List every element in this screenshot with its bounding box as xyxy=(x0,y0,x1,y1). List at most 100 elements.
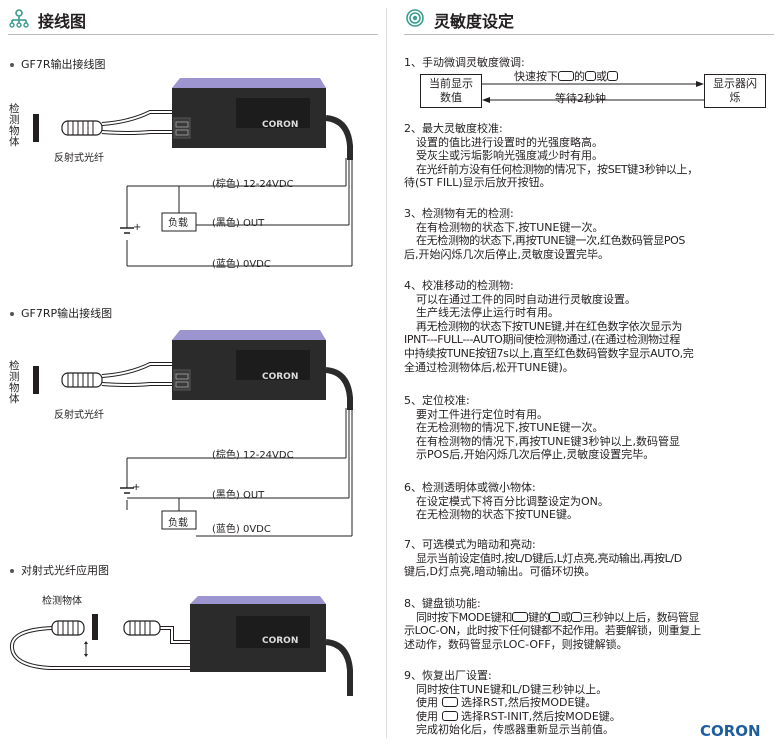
section-7-line: 显示当前设定值时,按L/D键后,L灯点亮,亮动输出,再按L/D xyxy=(416,551,682,565)
flow-bottom-label: 等待2秒钟 xyxy=(555,92,606,105)
section-6-line: 在设定模式下将百分比调整设定为ON。 xyxy=(416,494,609,508)
section-4-title: 4、校准移动的检测物: xyxy=(404,279,514,292)
flow-diagram: 当前显示数值 显示器闪烁 快速按下的或 等待2秒钟 xyxy=(420,70,766,114)
target-block xyxy=(33,366,39,394)
left-key-icon xyxy=(585,71,596,81)
section-4-line: 再无检测物的状态下按TUNE键,并在红色数字依次显示为 xyxy=(416,319,682,333)
section-5: 5、定位校准: 要对工件进行定位时有用。 在无检测物的情况下,按TUNE键一次。… xyxy=(404,394,776,462)
header-divider xyxy=(8,34,378,35)
section-7-line: 键后,D灯点亮,暗动输出。可循环切换。 xyxy=(404,565,596,579)
section-5-line: 示POS后,开始闪烁几次后停止,灵敏度设置完毕。 xyxy=(416,448,655,462)
subtitle-gf7rp: GF7RP输出接线图 xyxy=(10,305,112,321)
updown-key-icon xyxy=(441,710,458,721)
diagram-through-beam: CORON xyxy=(9,596,353,696)
fiber-head xyxy=(61,120,103,136)
section-8-title: 8、键盘锁功能: xyxy=(404,597,481,610)
section-8-line: 同时按下MODE键和键的或三秒钟以上后，数码管显 xyxy=(416,610,700,624)
section-8-line: 述动作，数码管显示LOC-OFF，则按键解锁。 xyxy=(404,637,628,651)
subtitle-through-beam: 对射式光纤应用图 xyxy=(10,562,109,578)
updown-key-icon xyxy=(441,697,458,708)
section-1: 1、手动微调灵敏度微调: xyxy=(404,56,525,70)
wire-brown-1: (棕色) 12-24VDC xyxy=(212,179,294,190)
section-4-line: 全通过检测物体后,松开TUNE键)。 xyxy=(404,360,574,374)
section-4-line: IPNT---FULL---AUTO期间使检测物通过,(在通过检测物过程 xyxy=(404,333,680,347)
fiber-head xyxy=(61,372,103,388)
section-9-title: 9、恢复出厂设置: xyxy=(404,669,492,682)
fiber-label-2: 反射式光纤 xyxy=(54,410,104,421)
emitter-head xyxy=(51,620,85,636)
amplifier-body xyxy=(172,78,326,148)
section-9-line: 完成初始化后，传感器重新显示当前值。 xyxy=(416,723,614,737)
updown-key-icon xyxy=(512,611,529,622)
left-key-icon xyxy=(549,611,561,622)
amp-cable xyxy=(325,115,353,160)
section-4-line: 可以在通过工件的同时自动进行灵敏度设置。 xyxy=(416,292,636,306)
flow-top-label: 快速按下的或 xyxy=(514,70,618,84)
diagram-gf7r: CORON + xyxy=(33,78,353,267)
amp-brand-2: CORON xyxy=(262,372,298,382)
updown-key-icon xyxy=(558,71,574,81)
section-3-line: 在有检测物的状态下,按TUNE键一次。 xyxy=(416,220,604,234)
amp-cable xyxy=(325,367,353,410)
target-block xyxy=(92,614,98,640)
section-2: 2、最大灵敏度校准: 设置的值比进行设置时的光强度略高。 受灰尘或污垢影响光强度… xyxy=(404,122,776,190)
flow-box-display: 显示器闪烁 xyxy=(704,74,766,108)
section-8: 8、键盘锁功能: 同时按下MODE键和键的或三秒钟以上后，数码管显 示LOC-O… xyxy=(404,597,776,651)
section-6-title: 6、检测透明体或微小物体: xyxy=(404,481,536,494)
section-4-line: 中持续按TUNE按钮7s以上,直至红色数码管数字显示AUTO,完 xyxy=(404,346,694,360)
section-2-title: 2、最大灵敏度校准: xyxy=(404,122,503,135)
amp-brand-1: CORON xyxy=(262,120,298,130)
column-divider xyxy=(386,8,387,738)
section-1-title: 1、手动微调灵敏度微调: xyxy=(404,56,525,69)
object-label-1: 检测物体 xyxy=(9,103,20,148)
section-3: 3、检测物有无的检测: 在有检测物的状态下,按TUNE键一次。 在无检测物的状态… xyxy=(404,207,776,261)
wiring-icon xyxy=(9,9,29,28)
section-2-line: 设置的值比进行设置时的光强度略高。 xyxy=(416,135,603,149)
brand-logo: CORON xyxy=(700,722,761,740)
svg-text:+: + xyxy=(133,222,141,233)
amp-cable xyxy=(325,639,353,696)
section-title-sensitivity: 灵敏度设定 xyxy=(434,12,515,31)
wire-blue-2: (蓝色) 0VDC xyxy=(212,524,271,535)
wire-black-2: (黑色) OUT xyxy=(212,490,265,501)
amplifier-body xyxy=(190,596,326,672)
section-9: 9、恢复出厂设置: 同时按住TUNE键和L/D键三秒钟以上。 使用 选择RST,… xyxy=(404,669,776,737)
section-5-title: 5、定位校准: xyxy=(404,394,470,407)
header-divider-right xyxy=(404,34,774,35)
section-5-line: 在有检测物的情况下,再按TUNE键3秒钟以上,数码管显 xyxy=(416,434,680,448)
section-6: 6、检测透明体或微小物体: 在设定模式下将百分比调整设定为ON。 在无检测物的状… xyxy=(404,481,776,522)
section-3-title: 3、检测物有无的检测: xyxy=(404,207,514,220)
diagram-gf7rp: CORON + xyxy=(33,330,353,537)
flow-arrows xyxy=(482,81,704,103)
wire-brown-2: (棕色) 12-24VDC xyxy=(212,450,294,461)
load-label-2: 负载 xyxy=(168,518,188,529)
section-9-line: 使用 选择RST-INIT,然后按MODE键。 xyxy=(416,709,621,723)
amp-brand-3: CORON xyxy=(262,636,298,646)
section-9-line: 使用 选择RST,然后按MODE键。 xyxy=(416,696,597,710)
flow-box-current: 当前显示数值 xyxy=(420,74,482,108)
loop-cable xyxy=(9,626,190,670)
section-2-line: 受灰尘或污垢影响光强度减少时有用。 xyxy=(416,149,603,163)
right-key-icon xyxy=(571,611,583,622)
section-2-line: 在光纤前方没有任何检测物的情况下，按SET键3秒钟以上， xyxy=(416,162,698,176)
section-4: 4、校准移动的检测物: 可以在通过工件的同时自动进行灵敏度设置。 生产线无法停止… xyxy=(404,279,776,374)
section-8-line: 示LOC-ON，此时按下任何键都不起作用。若要解锁，则重复上 xyxy=(404,624,701,638)
load-label-1: 负载 xyxy=(168,218,188,229)
section-7: 7、可选模式为暗动和亮动: 显示当前设定值时,按L/D键后,L灯点亮,亮动输出,… xyxy=(404,538,776,579)
section-3-line: 在无检测物的状态下,再按TUNE键一次,红色数码管显POS xyxy=(416,234,686,248)
target-block xyxy=(33,114,39,142)
section-title-wiring: 接线图 xyxy=(38,12,87,31)
right-key-icon xyxy=(607,71,618,81)
wire-black-1: (黑色) OUT xyxy=(212,218,265,229)
svg-text:+: + xyxy=(132,482,140,493)
section-4-line: 生产线无法停止运行时有用。 xyxy=(416,306,559,320)
object-label-2: 检测物体 xyxy=(9,360,20,405)
fiber-label-1: 反射式光纤 xyxy=(54,153,104,164)
receiver-head xyxy=(123,620,161,636)
section-2-line: 待(ST FILL)显示后放开按钮。 xyxy=(404,176,551,190)
section-7-title: 7、可选模式为暗动和亮动: xyxy=(404,538,536,551)
wire-blue-1: (蓝色) 0VDC xyxy=(212,259,271,270)
section-6-line: 在无检测物的状态下按TUNE键。 xyxy=(416,508,578,522)
signal-icon xyxy=(406,9,424,27)
section-5-line: 要对工件进行定位时有用。 xyxy=(416,407,548,421)
